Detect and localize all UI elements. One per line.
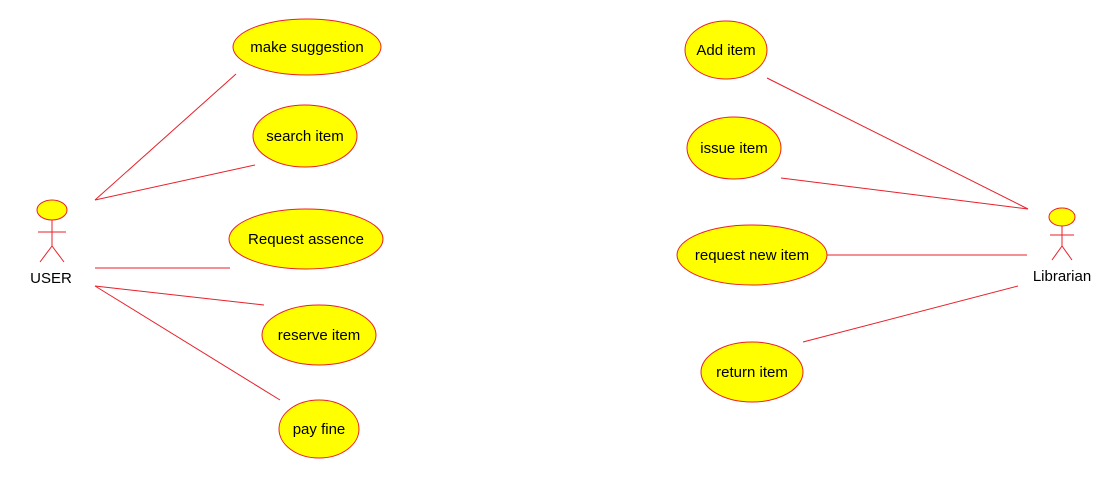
actor-user-leg-right <box>51 245 65 263</box>
usecase-issue-item-shape <box>686 116 782 180</box>
usecase-make-suggestion-shape <box>232 18 382 76</box>
usecase-add-item: Add item <box>684 20 768 80</box>
association-librarian-issue-item <box>780 177 1029 210</box>
actor-user-head <box>36 199 68 221</box>
usecase-reserve-item-label: reserve item <box>278 327 361 344</box>
usecase-pay-fine: pay fine <box>278 399 360 459</box>
actor-librarian-label: Librarian <box>1033 268 1091 285</box>
actor-librarian <box>1048 207 1076 261</box>
usecase-pay-fine-shape <box>278 399 360 459</box>
actor-user <box>36 199 68 263</box>
usecase-issue-item: issue item <box>686 116 782 180</box>
usecase-return-item: return item <box>700 341 804 403</box>
usecase-add-item-label: Add item <box>696 42 755 59</box>
usecase-request-new-item-shape <box>676 224 828 286</box>
usecase-request-new-item-label: request new item <box>695 247 809 264</box>
usecase-issue-item-label: issue item <box>700 140 768 157</box>
actor-user-label: USER <box>30 270 72 287</box>
usecase-return-item-shape <box>700 341 804 403</box>
association-librarian-return-item <box>802 285 1019 343</box>
association-user-pay-fine <box>94 285 281 401</box>
usecase-make-suggestion: make suggestion <box>232 18 382 76</box>
association-user-search-item <box>94 164 256 201</box>
association-librarian-add-item <box>766 77 1029 210</box>
actor-librarian-leg-left <box>1051 245 1063 261</box>
usecase-return-item-label: return item <box>716 364 788 381</box>
usecase-request-assence: Request assence <box>228 208 384 270</box>
usecase-reserve-item-shape <box>261 304 377 366</box>
actor-librarian-head <box>1048 207 1076 227</box>
usecase-search-item-label: search item <box>266 128 344 145</box>
association-user-reserve-item <box>94 285 265 306</box>
usecase-make-suggestion-label: make suggestion <box>250 39 363 56</box>
associations <box>94 73 1029 401</box>
usecase-request-assence-shape <box>228 208 384 270</box>
actor-user-leg-left <box>39 245 53 263</box>
usecase-search-item: search item <box>252 104 358 168</box>
usecase-reserve-item: reserve item <box>261 304 377 366</box>
actor-librarian-leg-right <box>1061 245 1073 261</box>
usecase-pay-fine-label: pay fine <box>293 421 346 438</box>
usecase-request-assence-label: Request assence <box>248 231 364 248</box>
usecase-search-item-shape <box>252 104 358 168</box>
association-user-make-suggestion <box>94 73 237 201</box>
usecase-request-new-item: request new item <box>676 224 828 286</box>
usecase-add-item-shape <box>684 20 768 80</box>
